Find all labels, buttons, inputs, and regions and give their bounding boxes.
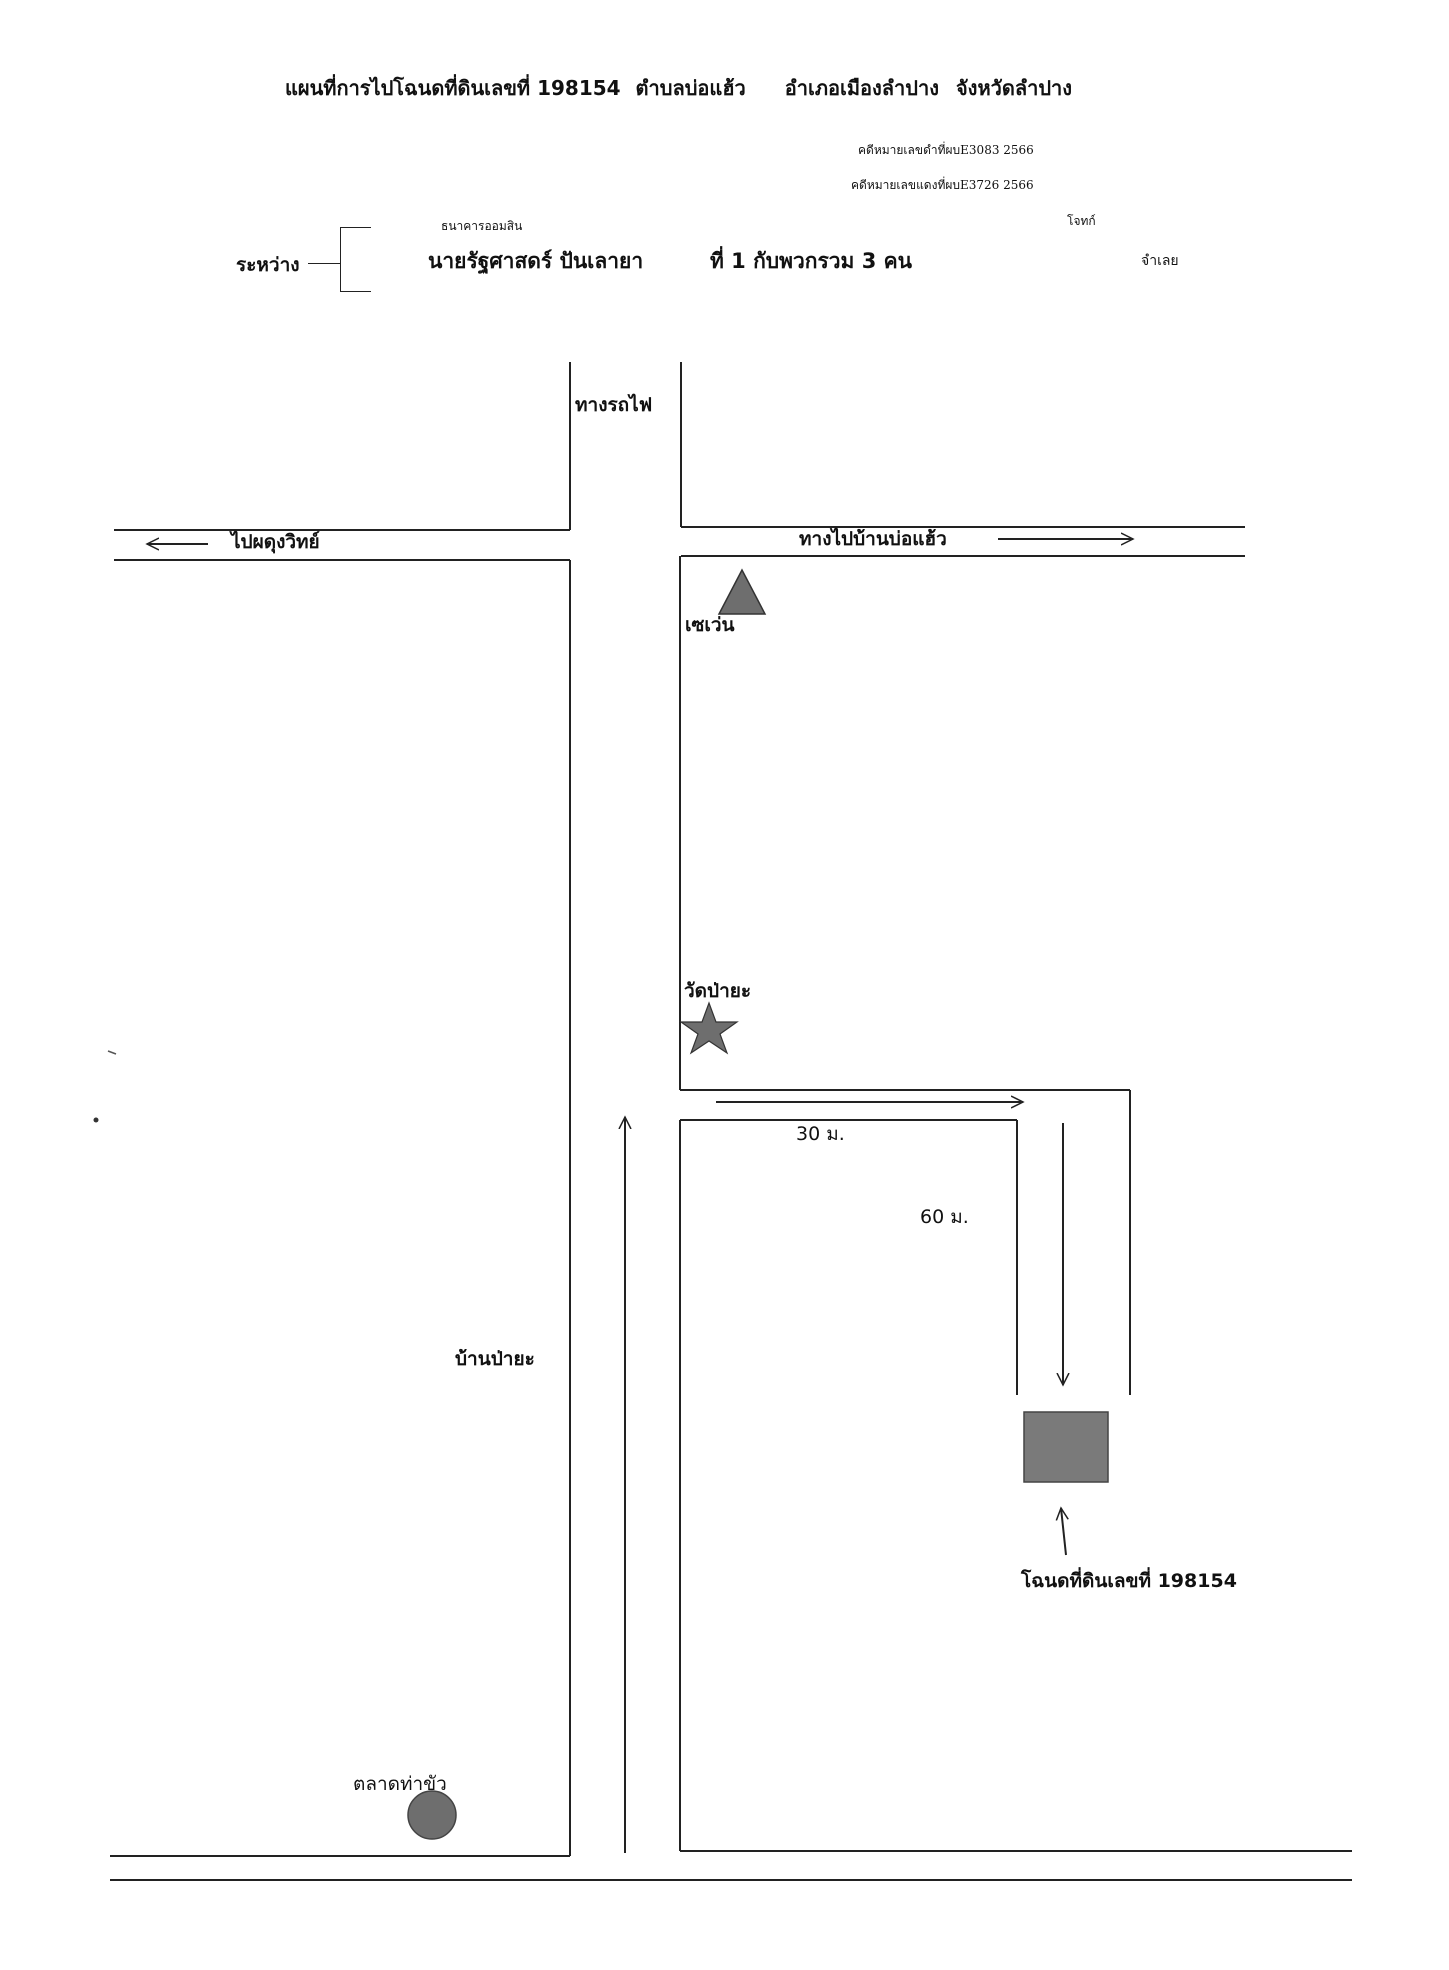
bracket-stem bbox=[308, 263, 340, 264]
market-label: ตลาดท่าขัว bbox=[353, 1773, 447, 1795]
parcel-square-icon bbox=[1023, 1411, 1109, 1483]
title-province: จังหวัดลำปาง bbox=[955, 76, 1073, 100]
arrow-to-parcel bbox=[1061, 1508, 1066, 1556]
distance-south-label: 60 ม. bbox=[920, 1206, 969, 1228]
black-case-number: คดีหมายเลขดำที่ผบE3083 2566 bbox=[858, 143, 1034, 157]
temple-label: วัดป่ายะ bbox=[684, 980, 752, 1002]
defendant-name: นายรัฐศาสดร์ ปันเลายา bbox=[428, 249, 644, 273]
party-bracket bbox=[340, 227, 371, 292]
red-case-number: คดีหมายเลขแดงที่ผบE3726 2566 bbox=[851, 178, 1034, 192]
scan-mark bbox=[107, 1050, 117, 1055]
defendant-group: ที่ 1 กับพวกรวม 3 คน bbox=[710, 249, 913, 273]
title-subdistrict: ตำบลบ่อแฮ้ว bbox=[635, 76, 746, 100]
title-district: อำเภอเมืองลำปาง bbox=[784, 76, 939, 100]
market-circle-icon bbox=[407, 1790, 457, 1840]
seven-eleven-label: เซเว่น bbox=[685, 614, 735, 636]
map-title: แผนที่การไปโฉนดที่ดินเลขที่ 198154 ตำบลบ… bbox=[285, 78, 1072, 98]
title-parcel: แผนที่การไปโฉนดที่ดินเลขที่ 198154 bbox=[285, 76, 621, 100]
distance-east-label: 30 ม. bbox=[796, 1123, 845, 1145]
west-road-label: ไปผดุงวิทย์ bbox=[231, 531, 320, 553]
plaintiff-name: ธนาคารออมสิน bbox=[441, 219, 523, 233]
village-label: บ้านป่ายะ bbox=[455, 1348, 535, 1370]
scan-speck bbox=[93, 1117, 99, 1123]
seven-eleven-triangle-icon bbox=[717, 568, 767, 615]
east-road-label: ทางไปบ้านบ่อแฮ้ว bbox=[799, 528, 947, 550]
temple-star-icon bbox=[679, 1001, 739, 1055]
between-label: ระหว่าง bbox=[236, 254, 300, 276]
plaintiff-role: โจทก์ bbox=[1067, 214, 1096, 228]
railway-label: ทางรถไฟ bbox=[575, 394, 653, 416]
defendant-role: จำเลย bbox=[1141, 253, 1179, 269]
parcel-label: โฉนดที่ดินเลขที่ 198154 bbox=[1021, 1570, 1237, 1592]
